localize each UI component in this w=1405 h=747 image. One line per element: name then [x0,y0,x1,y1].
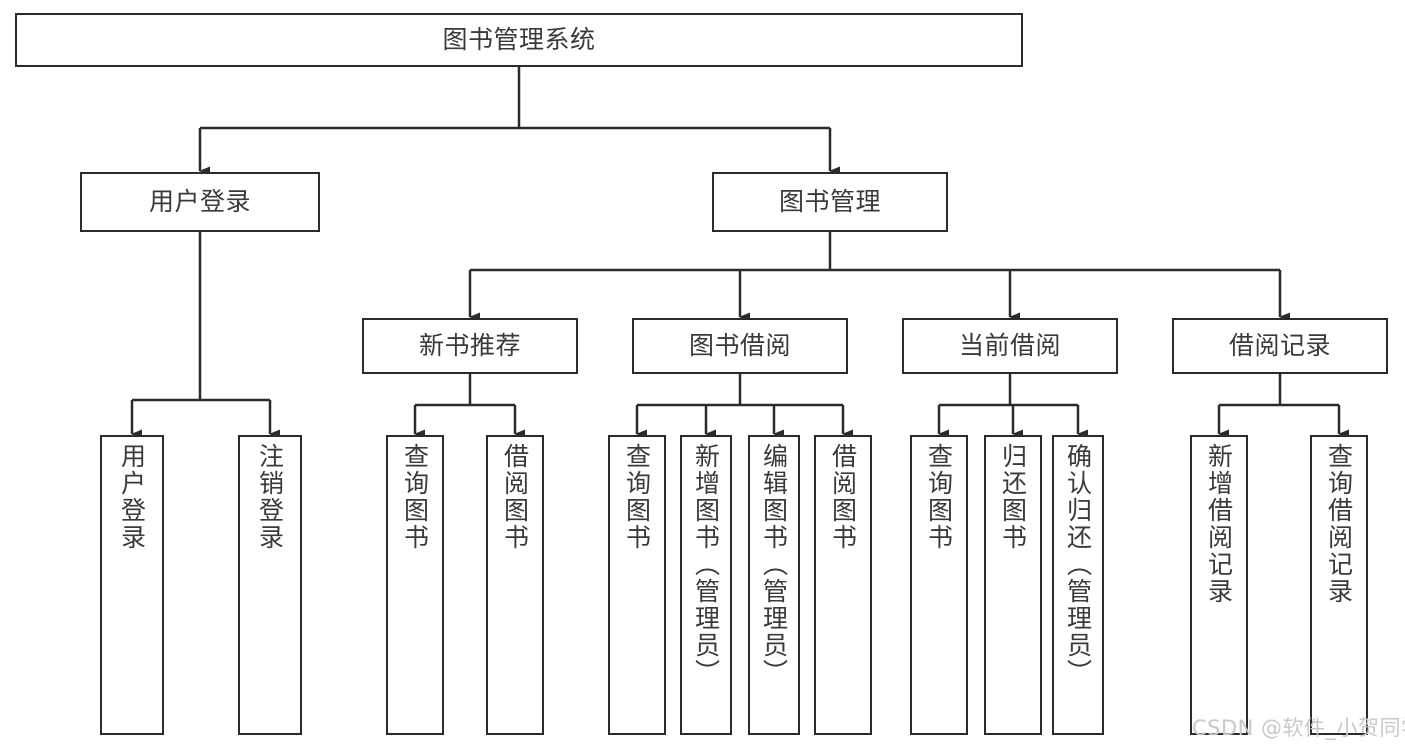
node-label: 查询借阅记录 [1324,443,1354,605]
node-user-login[interactable]: 用户登录 [80,172,320,232]
node-label: 新书推荐 [418,331,521,361]
node-label: 查询图书 [400,443,430,551]
node-label: 借阅图书 [500,443,530,551]
node-label: 用户登录 [148,187,251,217]
node-leaf-edit-book[interactable]: 编辑图书（管理员） [748,435,800,735]
node-label: 借阅图书 [828,443,858,551]
node-label: 当前借阅 [958,331,1061,361]
node-new-book-rec[interactable]: 新书推荐 [362,318,578,374]
node-leaf-query-book-1[interactable]: 查询图书 [386,435,444,735]
node-label: 查询图书 [924,443,954,551]
node-leaf-query-book-2[interactable]: 查询图书 [608,435,666,735]
node-label: 新增借阅记录 [1204,443,1234,605]
node-label: 归还图书 [998,443,1028,551]
node-label: 查询图书 [622,443,652,551]
node-leaf-user-login[interactable]: 用户登录 [100,435,164,735]
node-label: 图书借阅 [688,331,791,361]
edge-group [130,67,1349,439]
node-label: 借阅记录 [1228,331,1331,361]
node-leaf-add-record[interactable]: 新增借阅记录 [1190,435,1248,735]
node-label: 注销登录 [255,443,285,551]
node-label: 新增图书（管理员） [691,443,721,686]
node-label: 确认归还（管理员） [1063,443,1093,686]
watermark-label: CSDN @软件_小贺同学 [1192,716,1405,740]
node-leaf-borrow-book-1[interactable]: 借阅图书 [486,435,544,735]
node-label: 编辑图书（管理员） [759,443,789,686]
node-current-borrow[interactable]: 当前借阅 [902,318,1118,374]
node-label: 图书管理系统 [442,25,596,55]
node-leaf-borrow-book-2[interactable]: 借阅图书 [814,435,872,735]
node-label: 图书管理 [778,187,881,217]
node-borrow-record[interactable]: 借阅记录 [1172,318,1388,374]
node-leaf-query-book-3[interactable]: 查询图书 [910,435,968,735]
node-root[interactable]: 图书管理系统 [15,13,1023,67]
node-leaf-add-book[interactable]: 新增图书（管理员） [680,435,732,735]
node-leaf-logout[interactable]: 注销登录 [238,435,302,735]
node-leaf-query-record[interactable]: 查询借阅记录 [1310,435,1368,735]
node-label: 用户登录 [117,443,147,551]
node-book-borrow[interactable]: 图书借阅 [632,318,848,374]
node-leaf-return-book[interactable]: 归还图书 [984,435,1042,735]
node-leaf-confirm-return[interactable]: 确认归还（管理员） [1052,435,1104,735]
node-book-manage[interactable]: 图书管理 [712,172,948,232]
